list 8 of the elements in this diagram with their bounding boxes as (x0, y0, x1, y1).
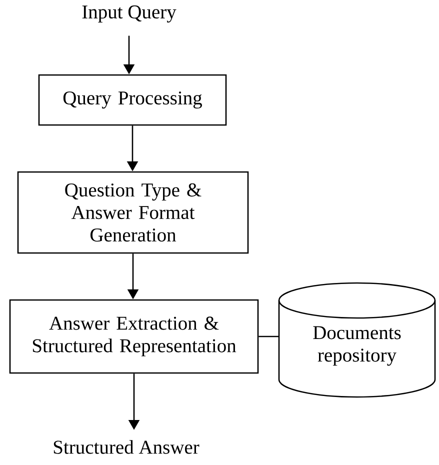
connector-line (258, 336, 279, 338)
input-text: Input Query (82, 5, 176, 23)
output-text: Structured Answer (54, 440, 200, 454)
database-cylinder: Documents repository (278, 282, 436, 398)
process-box: Answer Extraction & Structured Representation (9, 299, 259, 374)
process-box: Question Type & Answer Format Generation (17, 171, 249, 254)
process-box: Query Processing (38, 74, 227, 126)
node-label: Documents repository (313, 326, 401, 366)
